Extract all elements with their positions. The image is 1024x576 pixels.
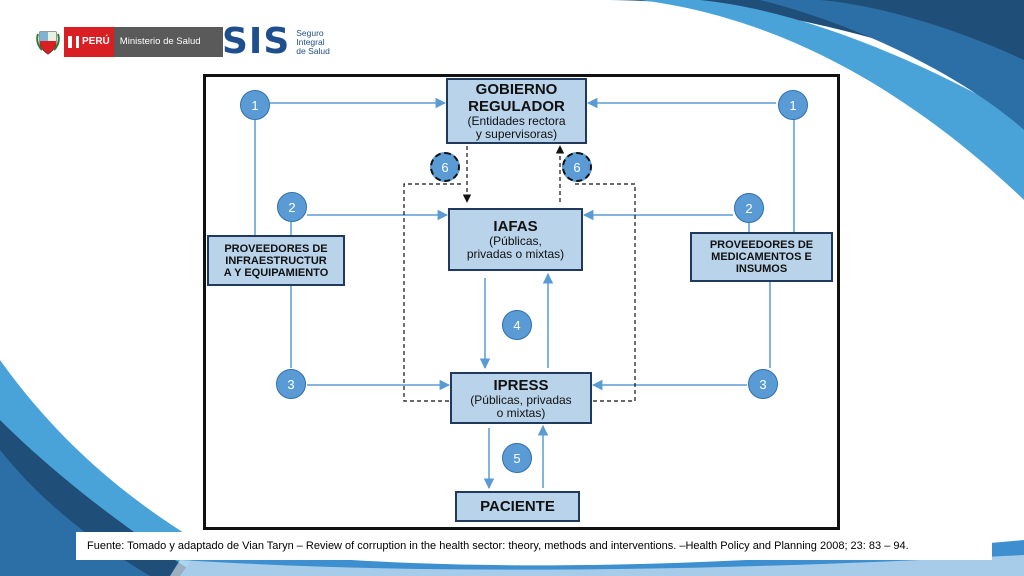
bottom-left-swoosh-mid xyxy=(0,450,150,576)
sis-fullname-line1: Seguro xyxy=(296,27,324,38)
sis-fullname: Seguro Integral de Salud xyxy=(296,27,330,56)
node-gobierno-regulador: GOBIERNO REGULADOR (Entidades rectora y … xyxy=(446,78,587,144)
prov-med-line3: INSUMOS xyxy=(735,263,788,275)
sis-logo: SIS Seguro Integral de Salud xyxy=(222,24,330,60)
peru-label-box: PERÚ xyxy=(64,27,114,57)
circle-1-right: 1 xyxy=(778,90,808,120)
prov-infra-line1: PROVEEDORES DE xyxy=(224,242,328,255)
iafas-title: IAFAS xyxy=(493,218,538,235)
circle-6-right: 6 xyxy=(562,152,592,182)
circle-5: 5 xyxy=(502,443,532,473)
node-proveedores-infraestructura: PROVEEDORES DE INFRAESTRUCTUR A Y EQUIPA… xyxy=(207,235,345,286)
circle-1-left: 1 xyxy=(240,90,270,120)
circle-3-left: 3 xyxy=(276,369,306,399)
source-citation: Fuente: Tomado y adaptado de Vian Taryn … xyxy=(76,532,992,560)
dashed-loop-right xyxy=(575,183,636,402)
ipress-title: IPRESS xyxy=(493,376,549,394)
circle-2-left: 2 xyxy=(277,192,307,222)
gobierno-sub-line1: (Entidades rectora xyxy=(467,114,566,128)
peru-label: PERÚ xyxy=(82,36,110,47)
node-iafas: IAFAS (Públicas, privadas o mixtas) xyxy=(448,208,583,271)
dashed-loop-left xyxy=(403,183,461,402)
bottom-swoosh-white xyxy=(170,555,1024,576)
minsa-logo: PERÚ Ministerio de Salud xyxy=(36,27,223,57)
circle-6-left: 6 xyxy=(430,152,460,182)
peru-flag-icon xyxy=(68,36,79,48)
peru-coat-of-arms-icon xyxy=(36,31,60,55)
iafas-sub-line2: privadas o mixtas) xyxy=(466,247,565,261)
node-proveedores-medicamentos: PROVEEDORES DE MEDICAMENTOS E INSUMOS xyxy=(690,232,833,282)
ipress-sub-line1: (Públicas, privadas xyxy=(470,392,572,407)
gobierno-title-line2: REGULADOR xyxy=(468,98,565,115)
ministry-label: Ministerio de Salud xyxy=(113,27,223,57)
sis-acronym: SIS xyxy=(222,21,291,62)
paciente-title: PACIENTE xyxy=(480,498,555,515)
gobierno-sub-line2: y supervisoras) xyxy=(475,127,558,141)
prov-infra-line3: A Y EQUIPAMIENTO xyxy=(223,266,329,279)
ipress-sub-line2: o mixtas) xyxy=(496,405,546,420)
prov-med-line1: PROVEEDORES DE xyxy=(709,239,814,251)
iafas-sub-line1: (Públicas, xyxy=(489,234,542,248)
gobierno-title-line1: GOBIERNO xyxy=(475,81,558,98)
prov-med-line2: MEDICAMENTOS E xyxy=(711,251,812,263)
prov-infra-line2: INFRAESTRUCTUR xyxy=(225,254,327,267)
sis-fullname-line3: de Salud xyxy=(296,45,330,56)
circle-4: 4 xyxy=(502,310,532,340)
circle-2-right: 2 xyxy=(734,193,764,223)
top-right-swoosh-mid xyxy=(760,0,1024,130)
node-ipress: IPRESS (Públicas, privadas o mixtas) xyxy=(450,372,592,424)
circle-3-right: 3 xyxy=(748,369,778,399)
sis-fullname-line2: Integral xyxy=(296,36,325,47)
node-paciente: PACIENTE xyxy=(455,491,580,522)
top-right-swoosh-light xyxy=(640,0,1024,200)
